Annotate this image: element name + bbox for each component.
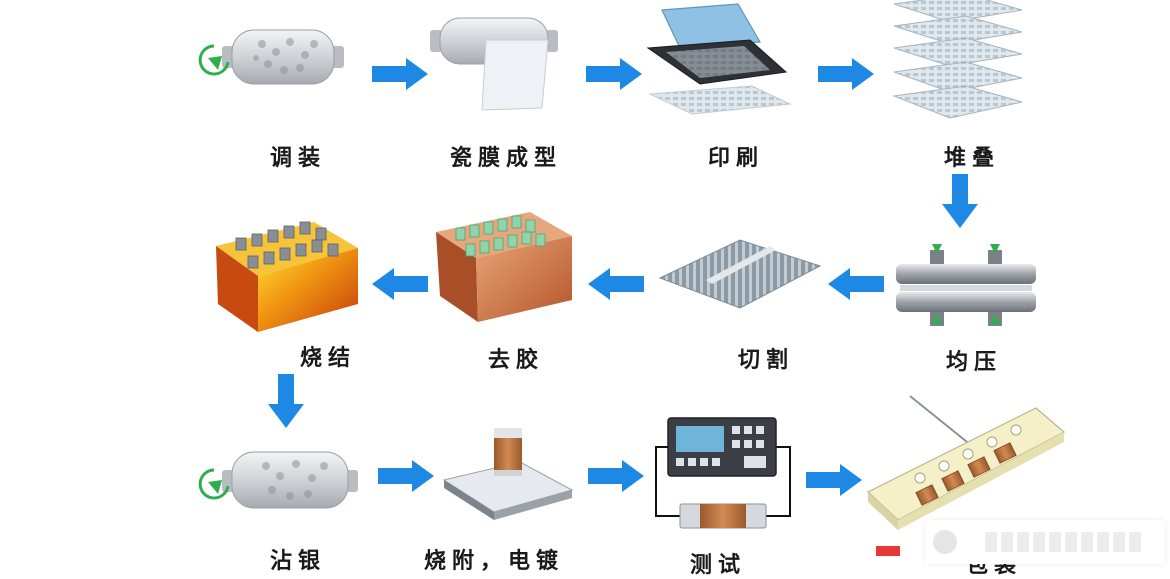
step-label-qiege: 切割	[737, 348, 795, 373]
plating-icon	[442, 428, 574, 520]
step-label-yinshua: 印刷	[707, 146, 765, 171]
debinding-brick-icon	[436, 212, 572, 322]
arrow-left-1	[828, 268, 884, 300]
packaging-tape-icon	[866, 395, 1066, 556]
stacked-layers-icon	[892, 0, 1023, 119]
arrow-right-5	[588, 460, 644, 492]
film-roller-icon	[430, 17, 558, 111]
watermark-overlay	[925, 520, 1165, 564]
step-label-cimo: 瓷膜成型	[449, 146, 563, 171]
arrow-right-4	[378, 460, 434, 492]
cutting-icon	[658, 239, 822, 309]
arrow-left-2	[588, 268, 644, 300]
step-label-zhanyin: 沾银	[269, 549, 327, 574]
arrow-down-2	[268, 374, 304, 428]
arrow-left-3	[372, 268, 428, 300]
flow-arrows	[268, 58, 978, 496]
silver-dipping-drum-icon	[198, 451, 358, 509]
step-label-junya: 均压	[945, 350, 1003, 375]
step-label-shaofu: 烧附，电镀	[423, 549, 565, 574]
step-label-tiaozhuang: 调装	[269, 146, 327, 171]
press-icon	[896, 244, 1036, 326]
step-label-duidie: 堆叠	[943, 146, 1001, 171]
step-label-shaojie: 烧结	[299, 346, 357, 371]
sintering-furnace-icon	[216, 221, 358, 332]
step-label-ceshi: 测试	[689, 553, 747, 578]
arrow-right-1	[372, 58, 428, 90]
mixing-drum-icon	[198, 29, 344, 85]
step-label-qujiao: 去胶	[487, 348, 545, 373]
screen-printing-icon	[646, 3, 792, 115]
arrow-right-2	[586, 58, 642, 90]
arrow-down-1	[942, 174, 978, 228]
tester-icon	[655, 417, 791, 529]
arrow-right-6	[806, 464, 862, 496]
arrow-right-3	[818, 58, 874, 90]
